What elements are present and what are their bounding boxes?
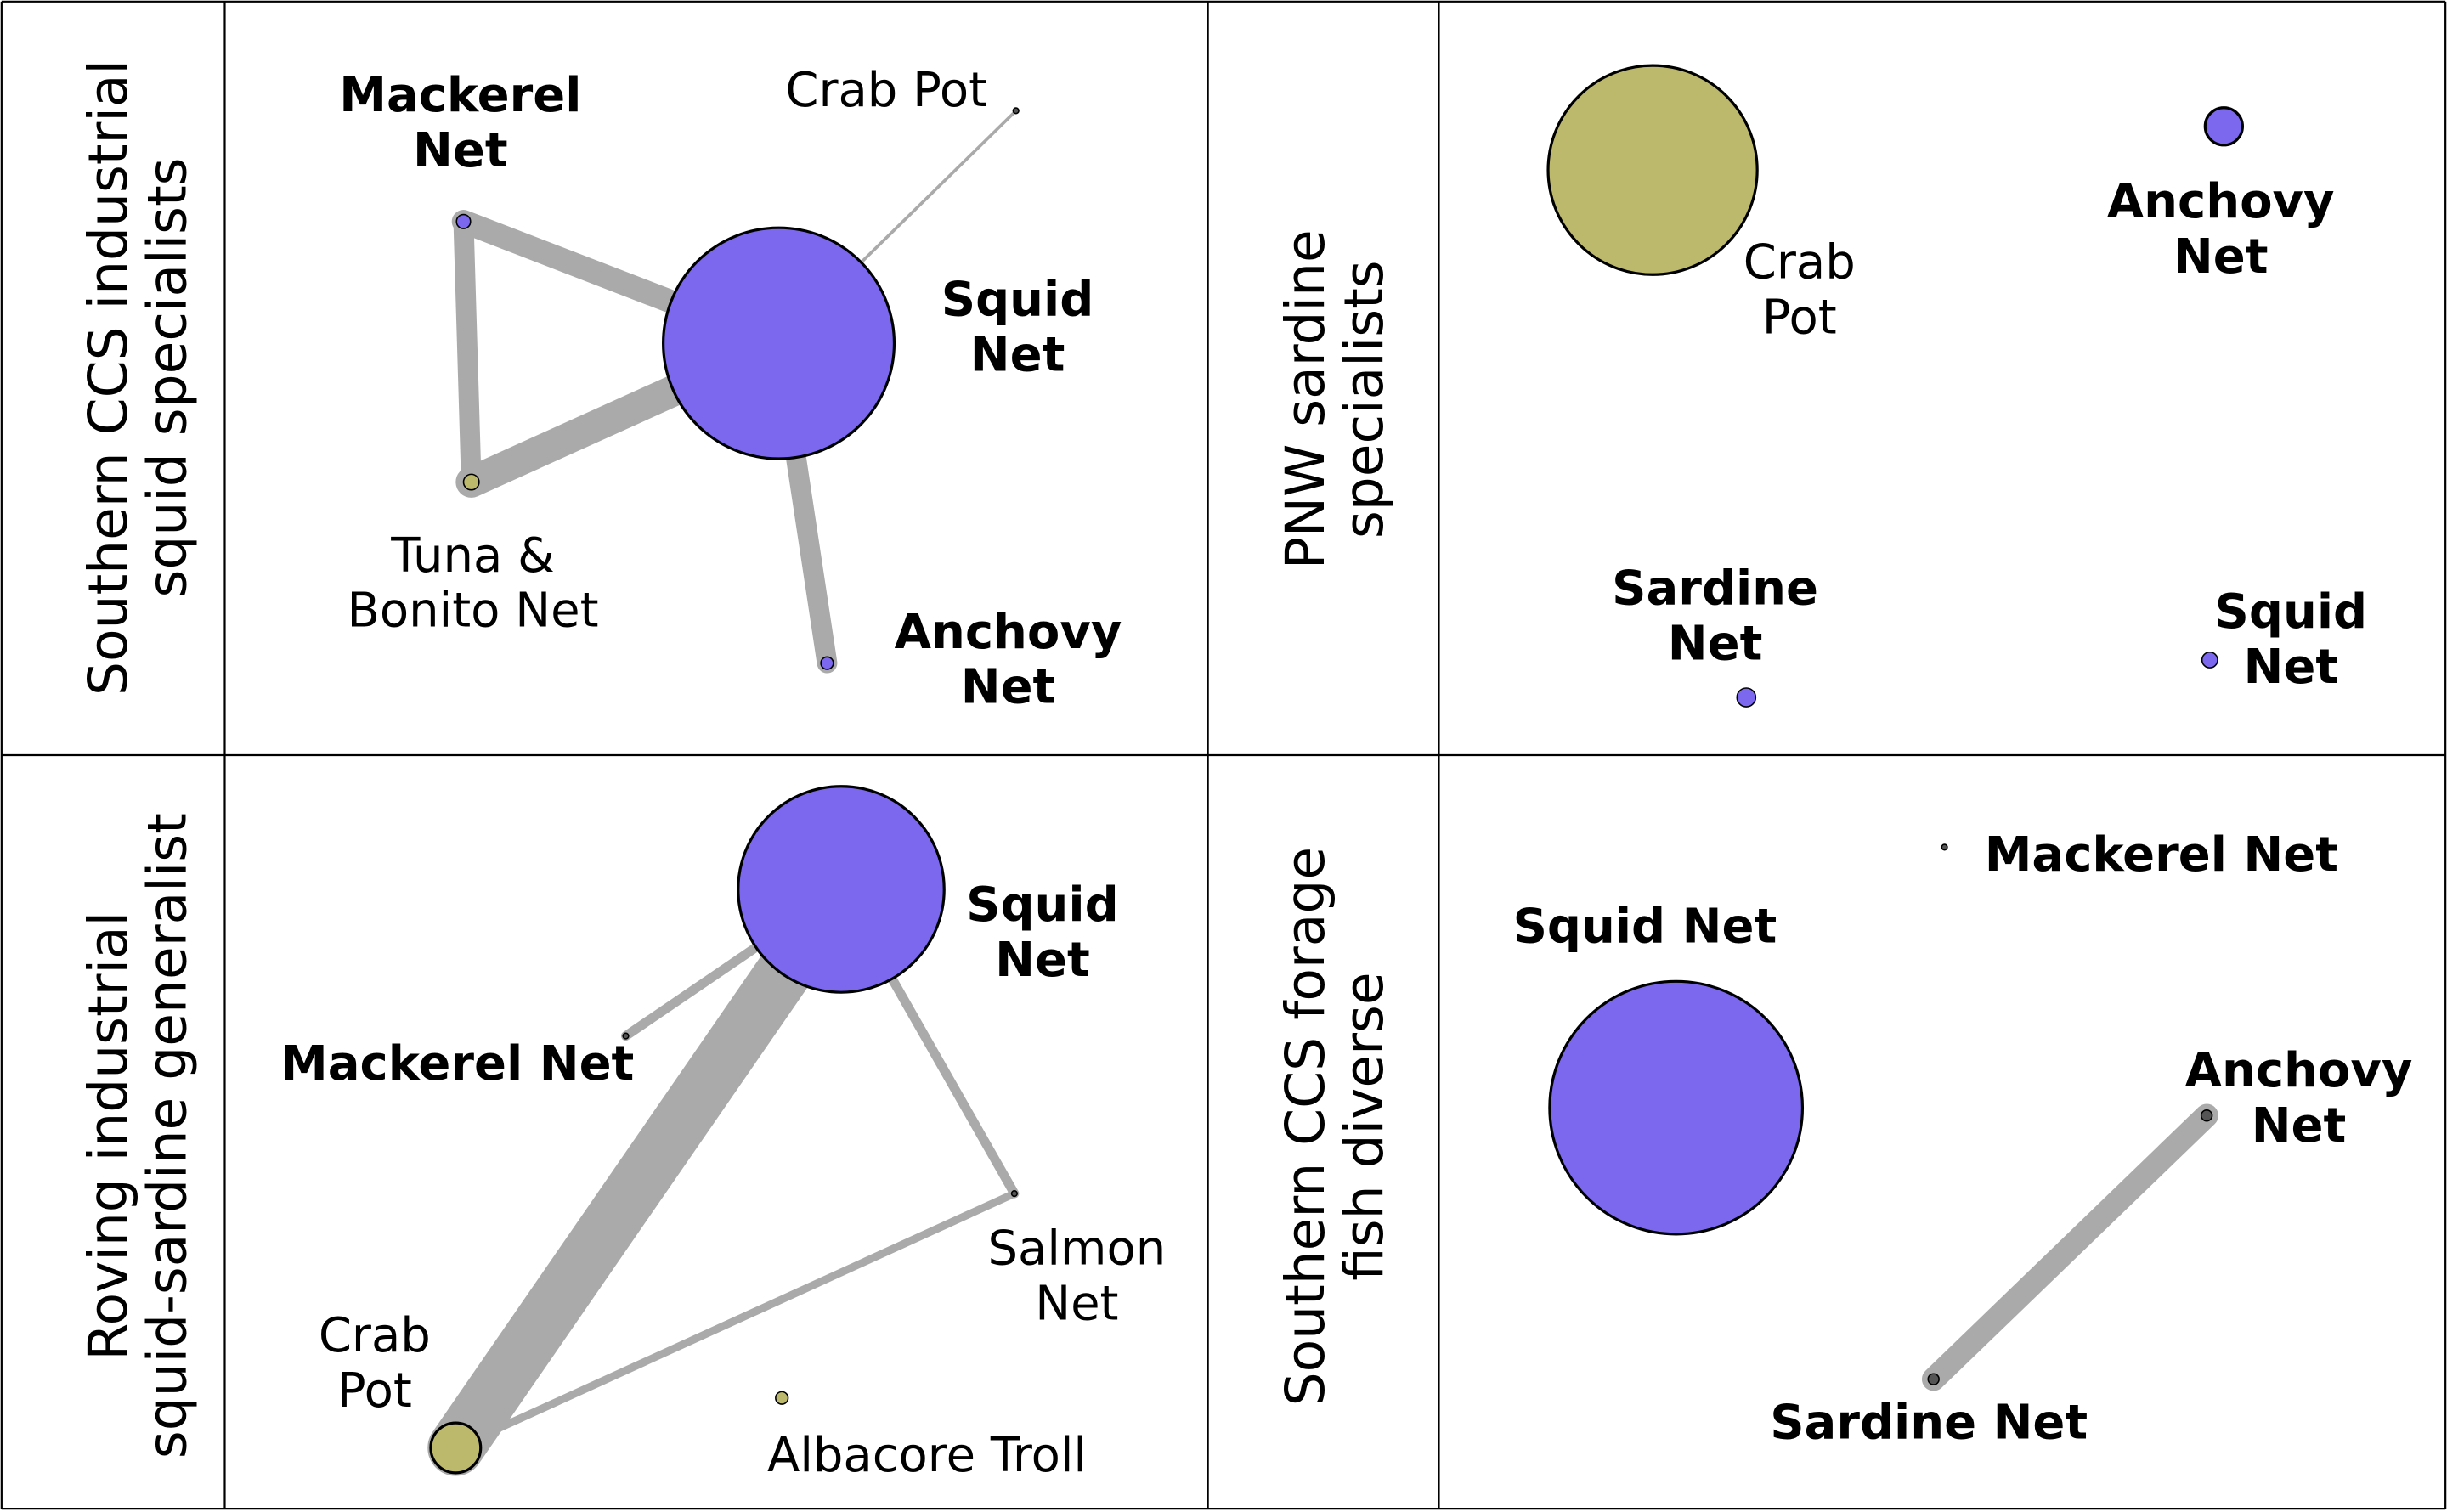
anchovy-node xyxy=(820,656,834,670)
squid-label-line: Squid xyxy=(941,273,1094,328)
network-nodes xyxy=(429,64,2244,1475)
row-label-line: Southern CCS industrial xyxy=(77,59,139,696)
row-label-line: Southern CCS forage xyxy=(1274,847,1337,1407)
squid-label: Squid Net xyxy=(1513,899,1777,954)
row-label-2: Roving industrialsquid-sardine generalis… xyxy=(77,813,198,1458)
salmon-label-line: Salmon xyxy=(987,1221,1166,1276)
squid-label-line: Squid xyxy=(966,877,1119,933)
crab-label: Crab Pot xyxy=(785,63,987,118)
salmon-label-line: Net xyxy=(1035,1276,1118,1331)
albacore-node xyxy=(775,1391,789,1405)
crab-label-line: Pot xyxy=(337,1363,412,1419)
mackerel-label-line: Mackerel xyxy=(339,68,581,123)
crab-label-line: Crab xyxy=(319,1308,431,1363)
mackerel-label-line: Mackerel Net xyxy=(1985,827,2338,883)
crab-node xyxy=(1546,64,1759,276)
tuna-label-line: Bonito Net xyxy=(347,584,598,639)
anchovy-label-line: Net xyxy=(961,660,1056,715)
sardine-label-line: Sardine xyxy=(1612,561,1818,616)
albacore-label-line: Albacore Troll xyxy=(767,1428,1087,1483)
sardine-node xyxy=(1927,1373,1940,1385)
mackerel-label: Mackerel Net xyxy=(1985,827,2338,883)
albacore-label: Albacore Troll xyxy=(767,1428,1087,1483)
edge-squid-crab xyxy=(427,860,870,1476)
row-labels: Southern CCS industrialsquid specialists… xyxy=(77,59,1395,1458)
tuna-label: Tuna &Bonito Net xyxy=(347,528,598,639)
anchovy-label-line: Net xyxy=(2252,1098,2347,1154)
mackerel-node xyxy=(1941,843,1948,851)
crab-node xyxy=(1012,107,1020,115)
sardine-node xyxy=(1736,687,1757,708)
crab-node xyxy=(429,1421,483,1475)
edge-anchovy-sardine xyxy=(1921,1103,2218,1391)
crab-label-line: Crab Pot xyxy=(785,63,987,118)
row-label-line: squid specialists xyxy=(136,158,198,598)
squid-label-line: Squid xyxy=(2215,584,2368,640)
tuna-node xyxy=(462,473,480,491)
mackerel-label-line: Net xyxy=(413,123,508,178)
anchovy-node xyxy=(2203,106,2244,147)
squid-label-line: Net xyxy=(970,328,1065,383)
squid-node xyxy=(737,785,946,994)
squid-label-line: Net xyxy=(995,933,1090,988)
row-label-line: specialists xyxy=(1333,260,1395,539)
mackerel-node xyxy=(455,213,472,229)
anchovy-label-line: Anchovy xyxy=(2185,1043,2413,1098)
edge-salmon-crab xyxy=(451,1189,1019,1453)
anchovy-label-line: Net xyxy=(2173,229,2269,285)
row-label-line: squid-sardine generalist xyxy=(136,813,198,1458)
sardine-label-line: Net xyxy=(1668,616,1763,671)
mackerel-node xyxy=(622,1032,630,1040)
row-label-line: fish diverse xyxy=(1333,972,1395,1280)
squid-node xyxy=(662,226,896,460)
row-label-3: Southern CCS foragefish diverse xyxy=(1274,847,1395,1407)
row-label-line: Roving industrial xyxy=(77,911,139,1361)
squid-label-line: Net xyxy=(2244,640,2339,695)
squid-node xyxy=(1548,979,1805,1236)
row-label-0: Southern CCS industrialsquid specialists xyxy=(77,59,198,696)
squid-node xyxy=(2201,651,2218,669)
anchovy-label-line: Anchovy xyxy=(2107,174,2335,229)
anchovy-node xyxy=(2200,1109,2213,1122)
mackerel-label: Mackerel Net xyxy=(280,1036,634,1092)
mackerel-label-line: Mackerel Net xyxy=(280,1036,634,1092)
row-label-line: PNW sardine xyxy=(1274,229,1337,569)
sardine-label-line: Sardine Net xyxy=(1770,1395,2088,1450)
edge-mackerel-tuna xyxy=(453,211,482,493)
tuna-label-line: Tuna & xyxy=(390,528,554,584)
sardine-label: Sardine Net xyxy=(1770,1395,2088,1450)
crab-label-line: Crab xyxy=(1743,234,1856,290)
squid-label-line: Squid Net xyxy=(1513,899,1777,954)
crab-label-line: Pot xyxy=(1762,290,1837,345)
row-label-1: PNW sardinespecialists xyxy=(1274,229,1395,569)
salmon-node xyxy=(1010,1189,1018,1198)
anchovy-label-line: Anchovy xyxy=(895,605,1122,660)
